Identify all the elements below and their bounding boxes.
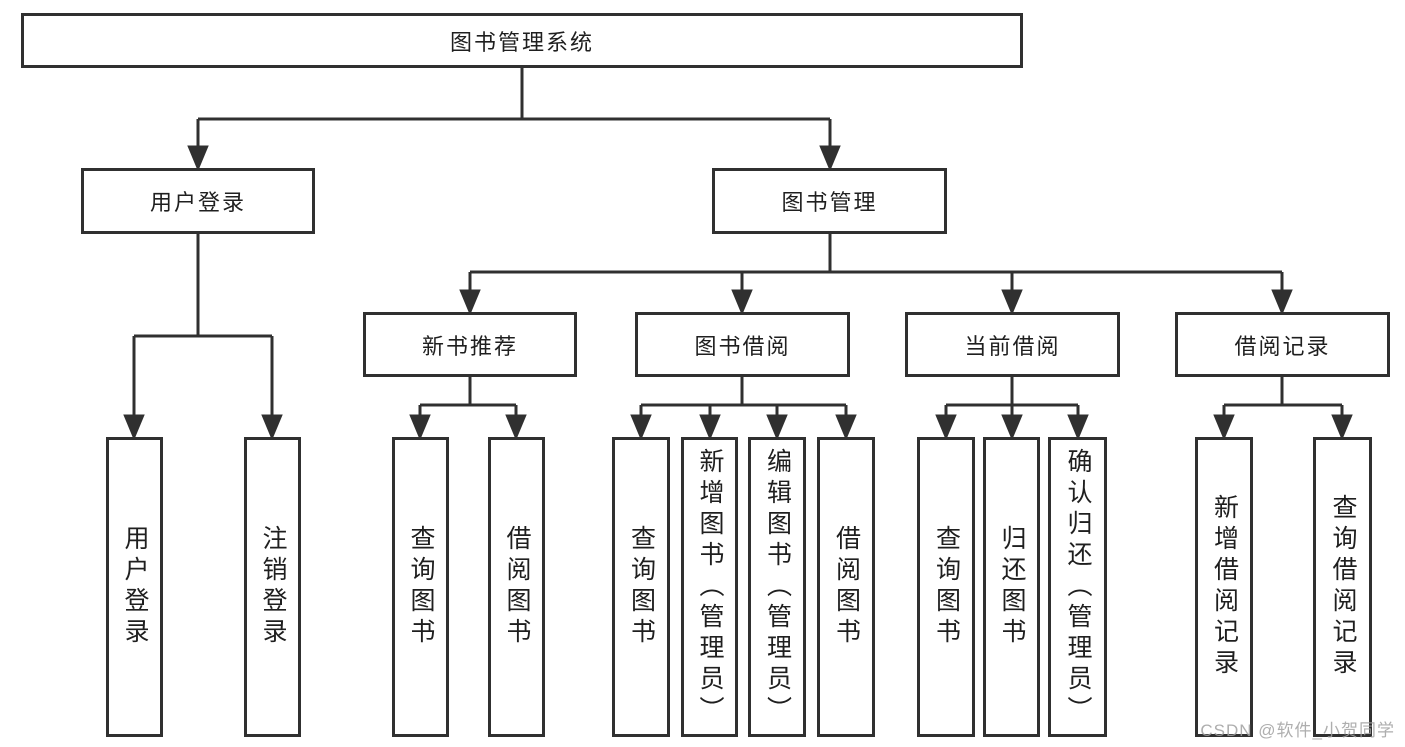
node-label: 图书管理系统 — [449, 29, 594, 55]
node-book-borrow: 图书借阅 — [635, 312, 850, 377]
node-book-management: 图书管理 — [712, 168, 947, 234]
node-label: 借阅记录 — [1234, 333, 1331, 359]
leaf-add-borrow-record: 新增借阅记录 — [1195, 437, 1253, 737]
leaf-user-login: 用户登录 — [106, 437, 163, 737]
node-label: 图书借阅 — [694, 333, 791, 359]
leaf-confirm-return-admin: 确认归还（管理员） — [1048, 437, 1107, 737]
csdn-watermark: CSDN @软件_小贺同学 — [1200, 721, 1395, 740]
leaf-query-borrow-record: 查询借阅记录 — [1313, 437, 1372, 737]
connector-paths — [132, 68, 1344, 439]
leaf-edit-books-admin: 编辑图书（管理员） — [748, 437, 806, 737]
leaf-label: 归还图书 — [998, 525, 1026, 649]
leaf-query-books-current: 查询图书 — [917, 437, 975, 737]
leaf-label: 新增图书（管理员） — [696, 447, 724, 727]
node-new-book-recommend: 新书推荐 — [363, 312, 577, 377]
node-current-borrow: 当前借阅 — [905, 312, 1120, 377]
leaf-return-books: 归还图书 — [983, 437, 1040, 737]
leaf-label: 借阅图书 — [503, 525, 531, 649]
leaf-borrow-books: 借阅图书 — [817, 437, 875, 737]
leaf-label: 查询图书 — [932, 525, 961, 649]
leaf-label: 用户登录 — [121, 525, 149, 649]
leaf-query-books-borrow: 查询图书 — [612, 437, 670, 737]
arrowhead-icons — [123, 145, 1353, 441]
leaf-label: 新增借阅记录 — [1210, 494, 1239, 680]
leaf-label: 确认归还（管理员） — [1064, 447, 1092, 727]
leaf-label: 查询图书 — [407, 525, 435, 649]
leaf-label: 注销登录 — [259, 525, 287, 649]
node-library-management-system: 图书管理系统 — [21, 13, 1023, 68]
leaf-label: 编辑图书（管理员） — [763, 447, 792, 727]
node-user-login: 用户登录 — [81, 168, 315, 234]
node-label: 新书推荐 — [421, 333, 518, 359]
leaf-label: 查询图书 — [627, 525, 656, 649]
leaf-logout: 注销登录 — [244, 437, 301, 737]
leaf-borrow-books-recommend: 借阅图书 — [488, 437, 545, 737]
node-label: 当前借阅 — [964, 333, 1061, 359]
node-borrow-records: 借阅记录 — [1175, 312, 1390, 377]
node-label: 用户登录 — [149, 190, 246, 215]
leaf-add-books-admin: 新增图书（管理员） — [681, 437, 738, 737]
leaf-query-books-recommend: 查询图书 — [392, 437, 449, 737]
node-label: 图书管理 — [781, 190, 878, 215]
leaf-label: 查询借阅记录 — [1329, 494, 1357, 680]
leaf-label: 借阅图书 — [832, 525, 861, 649]
